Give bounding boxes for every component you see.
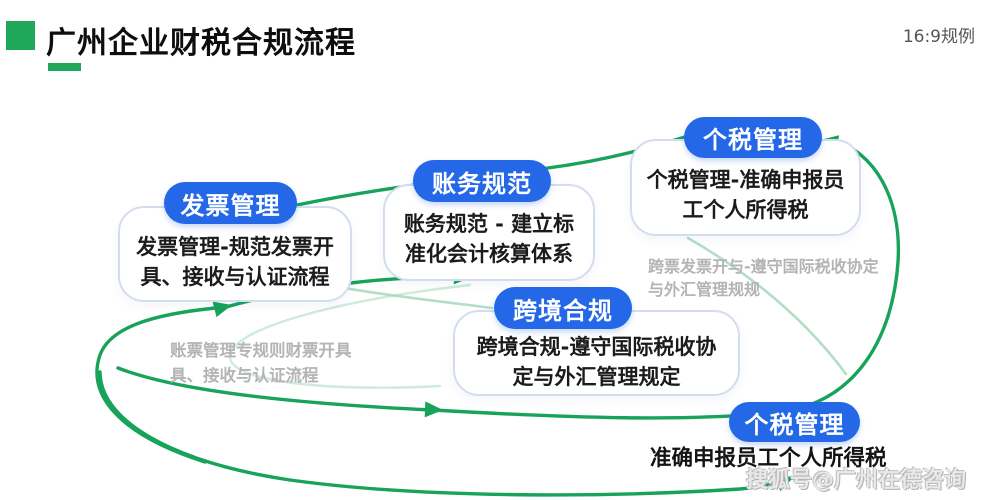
crossborder-compliance-badge: 跨境合规 bbox=[494, 287, 632, 329]
personal-tax-top-badge: 个税管理 bbox=[684, 117, 822, 158]
badge-label: 个税管理 bbox=[744, 410, 845, 439]
ghost-text-line: 跨票发票开与-遵守国际税收协定 bbox=[648, 257, 879, 276]
ghost-text-crossborder: 跨票发票开与-遵守国际税收协定 与外汇管理规规 bbox=[648, 255, 918, 301]
curve-bottomsweep bbox=[98, 370, 792, 497]
arrowhead-loop-mid bbox=[212, 301, 232, 318]
personal-tax-bottom-badge: 个税管理 bbox=[729, 402, 860, 442]
personal-tax-bottom-desc: 准确申报员工个人所得税 bbox=[650, 446, 887, 471]
light-link-right-side bbox=[686, 236, 848, 376]
invoice-management-desc: 发票管理-规范发票开具、接收与认证流程 bbox=[136, 235, 334, 289]
accounting-standards-badge: 账务规范 bbox=[413, 160, 551, 202]
ghost-text-line: 具、接收与认证流程 bbox=[170, 366, 319, 385]
ghost-text-line: 与外汇管理规规 bbox=[648, 280, 761, 299]
crossborder-compliance-desc: 跨境合规-遵守国际税收协定与外汇管理规定 bbox=[476, 335, 717, 389]
title-accent-square bbox=[6, 21, 35, 50]
watermark-label: 搜狐号@广州在德咨询 bbox=[746, 468, 967, 493]
personal-tax-top-desc: 个税管理-准确申报员工个人所得税 bbox=[646, 168, 845, 222]
arrowhead-to-bottomtax bbox=[774, 476, 794, 492]
badge-label: 发票管理 bbox=[180, 191, 281, 220]
ghost-text-line: 账票管理专规则财票开具 bbox=[170, 341, 352, 360]
ghost-text-invoice: 账票管理专规则财票开具 具、接收与认证流程 bbox=[170, 338, 390, 388]
invoice-management-badge: 发票管理 bbox=[164, 182, 297, 224]
faint-inner-loop-curve bbox=[228, 283, 472, 389]
page-title: 广州企业财税合规流程 bbox=[46, 26, 356, 61]
invoice-management-card: 发票管理-规范发票开具、接收与认证流程 bbox=[118, 206, 352, 302]
accounting-standards-desc: 账务规范 - 建立标准化会计核算体系 bbox=[403, 212, 575, 266]
badge-label: 账务规范 bbox=[432, 169, 532, 198]
curve-leftloop-to-crossborder bbox=[95, 275, 462, 464]
badge-label: 个税管理 bbox=[703, 126, 803, 154]
arrowhead-midsweep bbox=[424, 401, 443, 418]
aspect-ratio-label: 16:9规例 bbox=[902, 27, 975, 47]
badge-label: 跨境合规 bbox=[513, 296, 613, 325]
title-underline bbox=[48, 63, 81, 71]
